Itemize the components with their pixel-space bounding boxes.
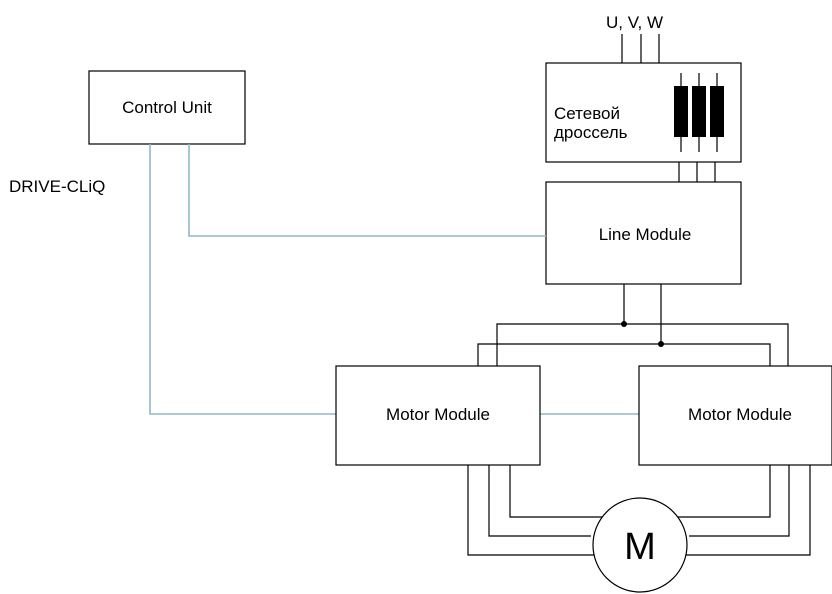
reactor-coil-icon [674,73,724,152]
dc-link-bus [477,284,789,366]
motor-module-left-label: Motor Module [386,405,490,424]
junction-dot [658,341,664,347]
control-unit-block: Control Unit [88,70,246,145]
motor-output-wires [467,465,811,556]
junction-dot [621,321,627,327]
line-module-block: Line Module [545,181,742,285]
line-module-label: Line Module [599,225,692,244]
motor-symbol: M [592,497,688,593]
drive-cliq-label: DRIVE-CLiQ [9,177,105,196]
control-unit-label: Control Unit [122,98,212,117]
drive-cliq-connections [149,144,639,415]
motor-module-left-block: Motor Module [335,365,541,466]
reactor-to-line-module-wires [678,162,716,182]
reactor-label-line2: дроссель [554,123,628,142]
reactor-label-line1: Сетевой [554,104,620,123]
phase-label: U, V, W [606,13,663,32]
phase-input-wires [621,34,660,63]
motor-label: M [624,526,656,568]
motor-module-right-block: Motor Module [638,365,832,466]
line-reactor-block: Сетевой дроссель [545,62,742,163]
motor-module-right-label: Motor Module [688,405,792,424]
